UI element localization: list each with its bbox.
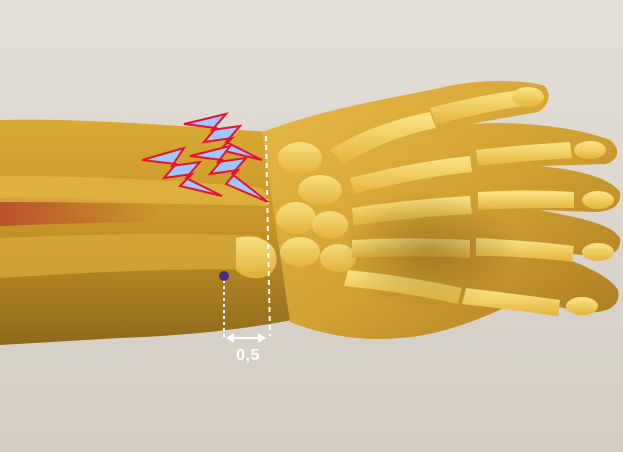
measurement-label: 0,5 [226,347,270,365]
palm-shadow [340,190,520,310]
acupoint-marker [219,271,229,281]
